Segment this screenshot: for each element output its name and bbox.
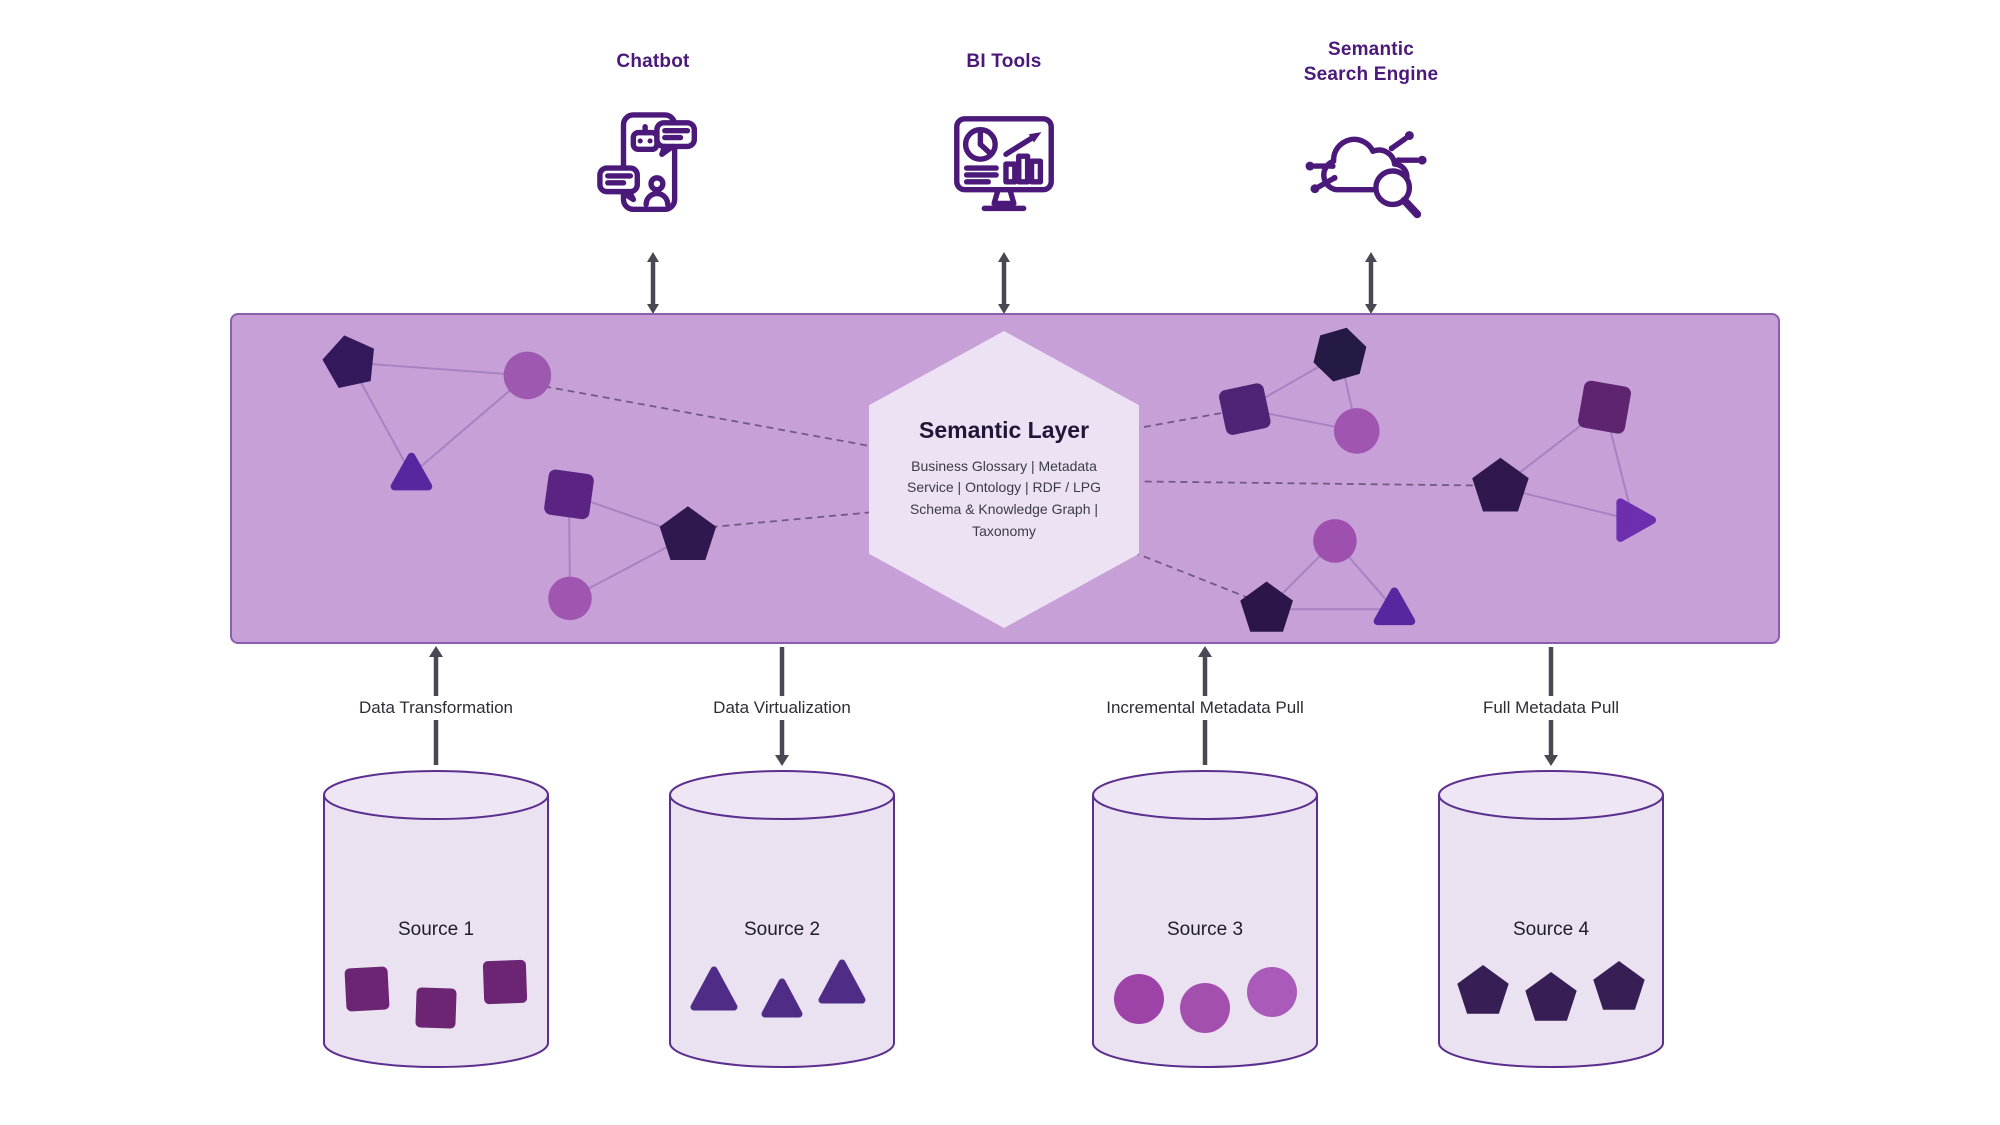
- hexagon-node-icon: [1313, 327, 1367, 382]
- bi-tools-icon: [954, 115, 1054, 211]
- square-node-icon: [1219, 383, 1271, 435]
- semantic-layer-hexagon: Semantic Layer Business Glossary | Metad…: [869, 331, 1139, 628]
- source-label: Source 1: [397, 919, 475, 940]
- double-arrow-chatbot: [647, 252, 659, 314]
- magnifier-icon: [1373, 168, 1422, 219]
- source-label: Source 4: [1512, 919, 1590, 940]
- source-label: Source 3: [1166, 919, 1244, 940]
- square-shape-icon: [344, 959, 528, 1029]
- circuit-nodes-icon: [1305, 131, 1427, 194]
- semantic-layer-band: Semantic Layer Business Glossary | Metad…: [230, 313, 1780, 644]
- pentagon-shape-icon: [1457, 961, 1645, 1021]
- pentagon-node-icon: [659, 506, 717, 561]
- double-arrow-bi-tools: [998, 252, 1010, 314]
- circle-shape-icon: [1114, 967, 1297, 1033]
- triangle-node-icon: [390, 452, 433, 491]
- semantic-search-label: Semantic Search Engine: [1303, 39, 1439, 85]
- circle-node-icon: [503, 351, 552, 400]
- pipeline-label-full-metadata-pull: Full Metadata Pull: [1472, 696, 1630, 720]
- chatbot-label: Chatbot: [616, 51, 690, 72]
- database-cylinder-icon: [1092, 770, 1318, 1068]
- database-cylinder-icon: [323, 770, 549, 1068]
- pipeline-label-incremental-metadata-pull: Incremental Metadata Pull: [1096, 696, 1314, 720]
- source-1: Source 1: [321, 769, 551, 1069]
- circle-node-icon: [1333, 408, 1380, 454]
- source-4: Source 4: [1436, 769, 1666, 1069]
- robot-head-icon: [630, 123, 660, 152]
- source-label: Source 2: [743, 919, 821, 940]
- double-arrow-semantic-search: [1365, 252, 1377, 314]
- source-3: Source 3: [1090, 769, 1320, 1069]
- pentagon-node-icon: [1472, 457, 1529, 512]
- bar-chart-icon: [1003, 131, 1044, 185]
- speech-bubble-icon: [597, 165, 640, 202]
- triangle-node-icon: [1616, 498, 1657, 542]
- pipeline-label-data-transformation: Data Transformation: [348, 696, 524, 720]
- square-node-icon: [1578, 380, 1631, 434]
- circle-node-icon: [1313, 519, 1357, 563]
- consumer-semantic-search: Semantic Search Engine: [1281, 38, 1461, 231]
- pentagon-node-icon: [1240, 581, 1293, 632]
- database-cylinder-icon: [669, 770, 895, 1068]
- cloud-icon: [1321, 137, 1410, 193]
- database-cylinder-icon: [1438, 770, 1664, 1068]
- semantic-search-icon: [1305, 131, 1427, 219]
- consumer-bi-tools: BI Tools: [914, 50, 1094, 231]
- triangle-node-icon: [1373, 587, 1416, 626]
- source-2: Source 2: [667, 769, 897, 1069]
- circle-node-icon: [548, 576, 592, 621]
- triangle-shape-icon: [690, 959, 866, 1018]
- chatbot-icon: [597, 111, 698, 212]
- knowledge-graph-decoration: [322, 327, 1657, 632]
- square-node-icon: [544, 469, 594, 520]
- semantic-layer-description: Business Glossary | Metadata Service | O…: [906, 457, 1101, 539]
- pie-chart-icon: [962, 126, 998, 162]
- semantic-layer-title: Semantic Layer: [918, 416, 1090, 443]
- speech-bubble-icon: [654, 119, 698, 157]
- monitor-stand-icon: [981, 186, 1027, 211]
- pentagon-node-icon: [322, 335, 374, 388]
- consumer-chatbot: Chatbot: [563, 50, 743, 231]
- pipeline-label-data-virtualization: Data Virtualization: [703, 696, 861, 720]
- person-icon: [643, 174, 671, 207]
- bi-tools-label: BI Tools: [966, 51, 1042, 72]
